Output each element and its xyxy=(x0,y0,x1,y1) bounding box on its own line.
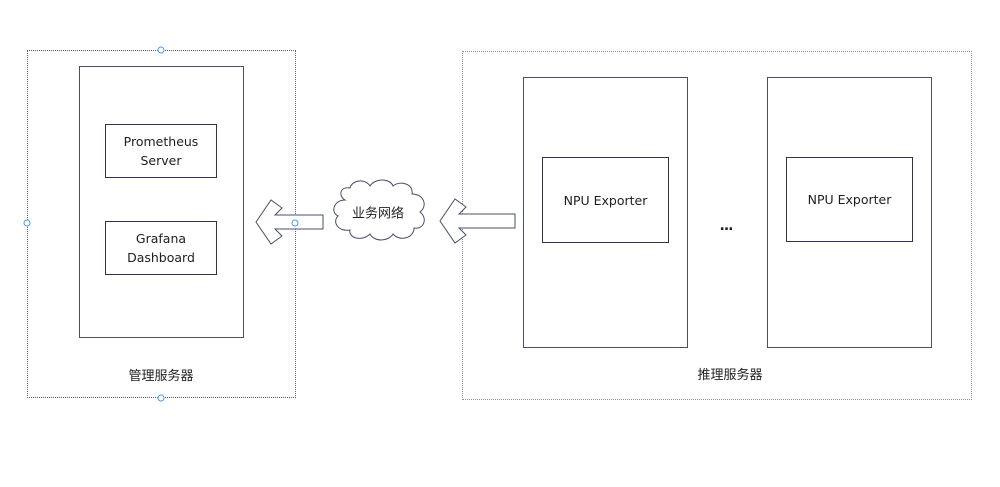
grafana-dashboard-label-line1: Grafana xyxy=(135,231,187,246)
npu-exporter-label-2: NPU Exporter xyxy=(807,192,892,207)
inference-servers-label: 推理服务器 xyxy=(697,368,763,383)
npu-exporter-label-1: NPU Exporter xyxy=(563,192,648,208)
resize-handle-left[interactable] xyxy=(23,219,31,227)
management-server-label: 管理服务器 xyxy=(128,369,194,384)
npu-exporter-box-1[interactable]: NPU Exporter xyxy=(542,157,669,243)
resize-handle-top[interactable] xyxy=(157,46,165,54)
management-server-box xyxy=(79,66,244,338)
network-label: 业务网络 xyxy=(351,206,405,222)
more-servers-ellipsis: ... xyxy=(719,218,734,234)
grafana-dashboard-label-line2: Dashboard xyxy=(127,250,195,265)
prometheus-server-label-line1: Prometheus xyxy=(123,134,199,149)
npu-exporter-box-2[interactable]: NPU Exporter xyxy=(786,157,913,242)
resize-handle-right[interactable] xyxy=(291,219,299,227)
prometheus-server-label-line2: Server xyxy=(140,153,182,168)
resize-handle-bottom[interactable] xyxy=(157,394,165,402)
prometheus-server-box[interactable]: Prometheus Server xyxy=(105,124,217,178)
grafana-dashboard-box[interactable]: Grafana Dashboard xyxy=(105,221,217,275)
